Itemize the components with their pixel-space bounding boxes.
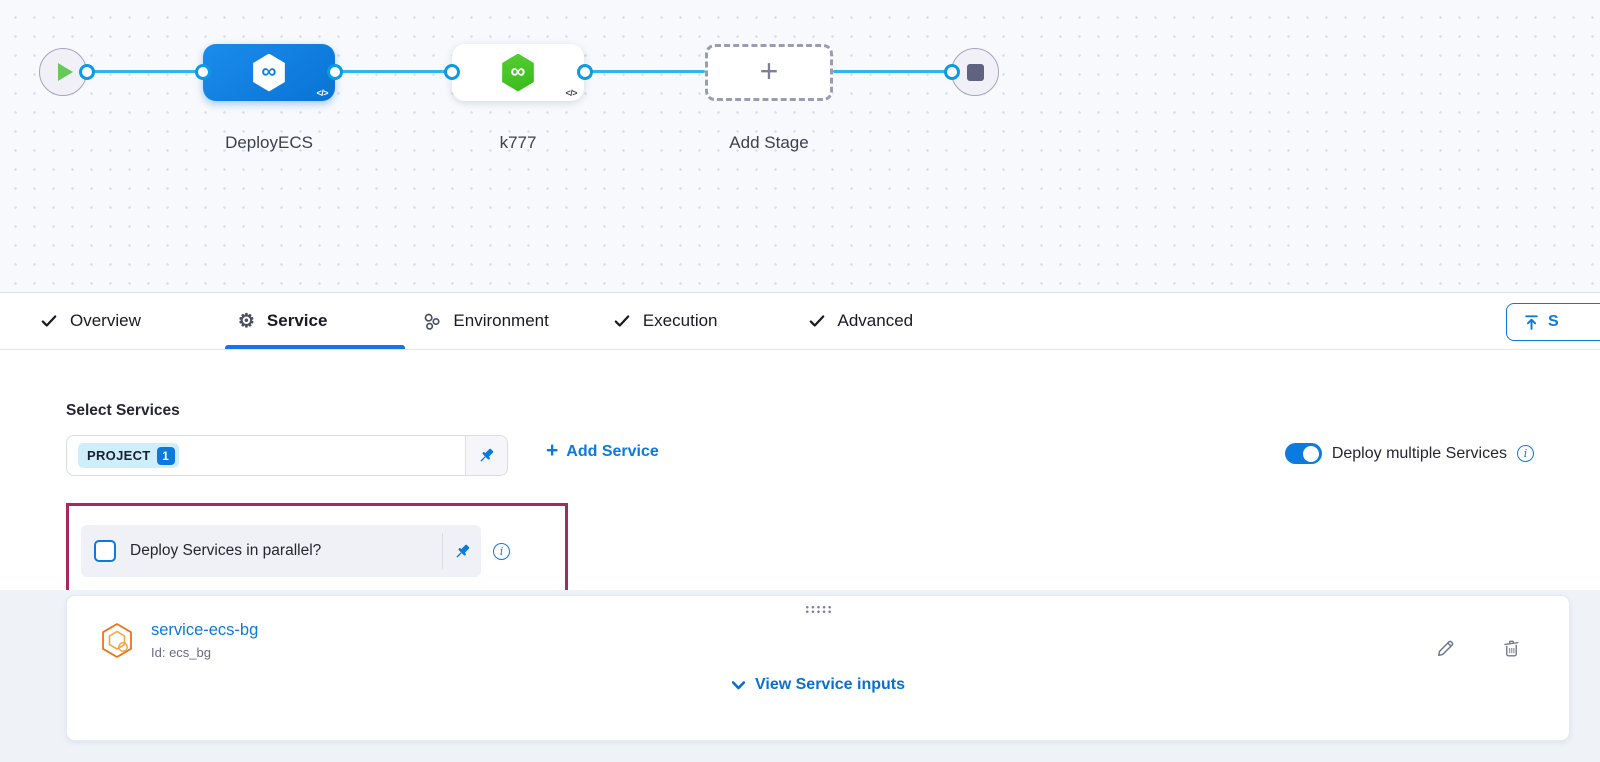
info-icon[interactable]: i [493, 542, 510, 560]
pencil-icon [1437, 640, 1454, 657]
service-meta: service-ecs-bg Id: ecs_bg [151, 621, 258, 660]
tab-environment[interactable]: Environment [422, 311, 549, 331]
gear-icon: ⚙ [237, 310, 255, 332]
play-icon [57, 63, 73, 81]
connector-line [833, 70, 952, 73]
add-service-label: Add Service [566, 442, 659, 460]
harness-logo-icon: ∞ [502, 53, 534, 92]
check-icon [809, 315, 824, 327]
connector-line [585, 70, 705, 73]
connector-port[interactable] [79, 64, 95, 80]
harness-logo-icon: ∞ [253, 53, 285, 92]
save-button-label: S [1548, 313, 1559, 330]
connector-port[interactable] [577, 64, 593, 80]
infinity-glyph: ∞ [261, 60, 277, 83]
parallel-checkbox-label: Deploy Services in parallel? [130, 542, 322, 559]
stage-label-add-stage: Add Stage [729, 133, 809, 152]
select-services-label: Select Services [66, 402, 180, 419]
stage-node-deployecs[interactable]: ∞ </> [203, 44, 335, 101]
toggle-knob [1303, 445, 1320, 462]
deploy-multiple-group: Deploy multiple Services i [1284, 443, 1534, 464]
service-list-region: service-ecs-bg Id: ecs_bg [0, 590, 1600, 762]
deploy-multiple-label: Deploy multiple Services [1331, 444, 1507, 462]
tab-execution[interactable]: Execution [613, 311, 718, 331]
service-hexagon-icon [99, 622, 135, 665]
delete-service-button[interactable] [1501, 638, 1523, 660]
tab-overview[interactable]: Overview [40, 311, 141, 331]
stage-node-k777[interactable]: ∞ </> [452, 44, 584, 101]
service-tab-panel: Select Services PROJECT 1 + Add Service [0, 350, 1600, 762]
active-tab-underline [225, 345, 405, 349]
parallel-option-highlight: Deploy Services in parallel? i [66, 503, 568, 599]
connector-port[interactable] [327, 64, 343, 80]
select-services-field[interactable]: PROJECT 1 [66, 435, 508, 476]
deploy-multiple-toggle[interactable] [1284, 443, 1322, 464]
tab-service[interactable]: ⚙ Service [238, 311, 328, 331]
upload-icon [1525, 314, 1538, 330]
add-stage-button[interactable]: + [705, 44, 833, 101]
service-name-link[interactable]: service-ecs-bg [151, 621, 259, 639]
connector-port[interactable] [195, 64, 211, 80]
code-badge-icon: </> [565, 88, 577, 98]
project-scope-chip[interactable]: PROJECT 1 [78, 443, 179, 468]
parallel-option-row[interactable]: Deploy Services in parallel? [81, 525, 481, 577]
tab-advanced[interactable]: Advanced [808, 311, 914, 331]
pipeline-canvas[interactable]: ∞ </> DeployECS ∞ </> k777 + Add Stage [0, 0, 1600, 292]
environment-icon [425, 313, 440, 330]
stop-icon [966, 63, 984, 81]
check-icon [614, 315, 630, 327]
save-button[interactable]: S [1506, 303, 1600, 341]
connector-line [335, 70, 452, 73]
pin-icon [480, 448, 494, 462]
service-id-text: Id: ecs_bg [151, 645, 211, 660]
view-inputs-label: View Service inputs [755, 676, 905, 693]
add-service-button[interactable]: + Add Service [546, 439, 659, 462]
drag-handle-icon[interactable] [804, 605, 832, 613]
plus-icon: + [546, 439, 559, 462]
view-service-inputs-link[interactable]: View Service inputs [731, 676, 905, 694]
tab-label: Advanced [837, 311, 914, 330]
stage-label-k777: k777 [499, 133, 537, 152]
code-badge-icon: </> [316, 88, 328, 98]
service-card: service-ecs-bg Id: ecs_bg [66, 595, 1570, 741]
project-chip-label: PROJECT [87, 448, 151, 463]
tab-label: Overview [70, 311, 141, 330]
trash-icon [1504, 640, 1519, 657]
stage-label-deployecs: DeployECS [225, 133, 313, 152]
tab-label: Service [266, 311, 328, 330]
parallel-checkbox[interactable] [94, 540, 116, 562]
edit-service-button[interactable] [1435, 638, 1457, 660]
connector-line [87, 70, 203, 73]
pin-field-button[interactable] [443, 543, 481, 560]
connector-port[interactable] [944, 64, 960, 80]
pin-icon [456, 544, 469, 557]
plus-icon: + [759, 52, 779, 89]
pin-field-button[interactable] [465, 436, 507, 475]
project-count-badge: 1 [156, 446, 175, 465]
stage-config-tabbar: Overview ⚙ Service Environment Execution… [0, 292, 1600, 350]
chevron-down-icon [731, 680, 746, 689]
info-icon[interactable]: i [1517, 445, 1534, 462]
divider [442, 533, 443, 569]
tab-label: Execution [642, 311, 718, 330]
infinity-glyph: ∞ [510, 60, 526, 83]
connector-port[interactable] [444, 64, 460, 80]
check-icon [41, 315, 57, 327]
tab-label: Environment [453, 311, 549, 330]
